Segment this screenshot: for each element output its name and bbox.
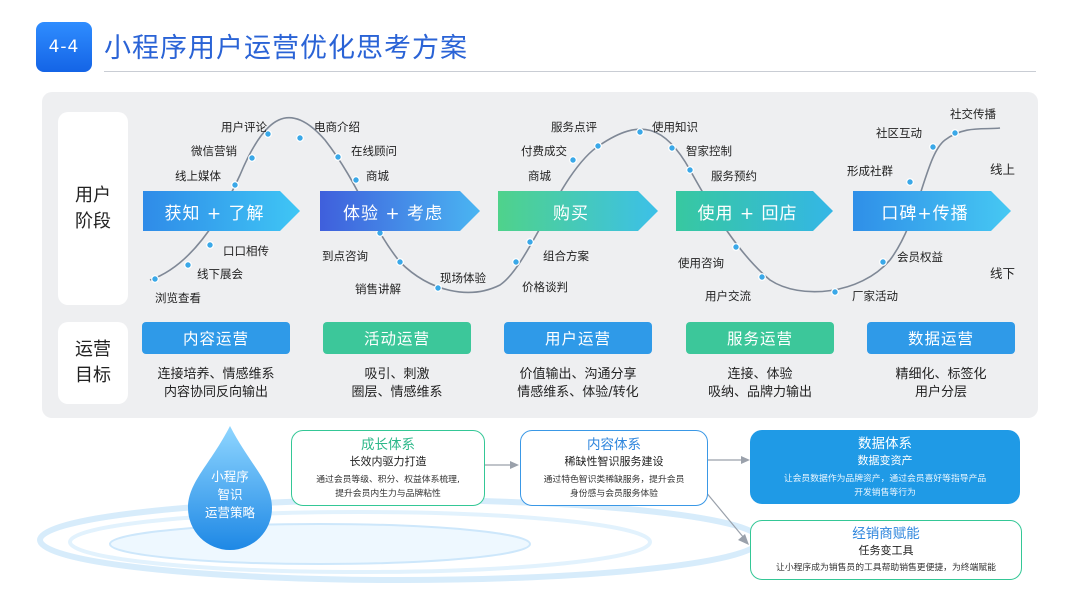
drop-line: 运营策略: [204, 505, 255, 520]
dealer-title: 经销商赋能: [852, 526, 920, 542]
data-system-box: 数据体系 数据变资产 让会员数据作为品牌资产，通过会员喜好等指导产品 开发销售等…: [750, 430, 1020, 504]
stage-awareness-label: 获知 + 了解: [164, 203, 265, 224]
row-label-user-stage-line2: 阶段: [75, 210, 111, 232]
growth-desc: 提升会员内生力与品牌粘性: [335, 489, 441, 499]
stage-purchase-label: 购买: [553, 203, 589, 224]
curve-label: 会员权益: [897, 250, 943, 264]
dealer-empower-box: 经销商赋能 任务变工具 让小程序成为销售员的工具帮助销售更便捷，为终端赋能: [750, 520, 1022, 580]
goal-desc-line: 用户分层: [914, 385, 967, 400]
goal-desc-line: 吸纳、品牌力输出: [707, 385, 812, 400]
drop-line: 智识: [217, 487, 243, 502]
curve-label: 服务预约: [711, 169, 757, 183]
stage-awareness: 获知 + 了解: [143, 191, 300, 231]
data-desc: 让会员数据作为品牌资产，通过会员喜好等指导产品: [783, 474, 987, 484]
online-label: 线上: [990, 162, 1016, 177]
row-label-ops-goal: 运营 目标: [58, 322, 128, 404]
curve-label: 商城: [528, 169, 551, 183]
water-drop-icon: [188, 426, 272, 550]
page-title: 小程序用户运营优化思考方案: [104, 33, 468, 64]
goal-content-ops: 内容运营: [142, 322, 290, 354]
goal-desc-line: 圈层、情感维系: [351, 385, 443, 400]
curve-label: 商城: [366, 169, 389, 183]
goal-desc-line: 连接培养、情感维系: [157, 367, 275, 382]
row-label-ops-goal-line1: 运营: [75, 339, 111, 360]
goal-user-desc: 价值输出、沟通分享 情感维系、体验/转化: [478, 366, 678, 402]
curve-label: 到点咨询: [322, 249, 368, 263]
growth-system-box: 成长体系 长效内驱力打造 通过会员等级、积分、权益体系梳理, 提升会员内生力与品…: [291, 430, 485, 506]
goal-data-ops: 数据运营: [867, 322, 1015, 354]
stage-usage: 使用 + 回店: [676, 191, 833, 231]
row-label-user-stage-line1: 用户: [75, 184, 111, 206]
curve-label: 智家控制: [686, 144, 732, 158]
dealer-desc: 让小程序成为销售员的工具帮助销售更便捷，为终端赋能: [776, 563, 996, 573]
content-system-box: 内容体系 稀缺性智识服务建设 通过特色智识类稀缺服务，提升会员 身份感与会员服务…: [520, 430, 708, 506]
stage-experience-label: 体验 + 考虑: [342, 203, 444, 224]
goal-desc-line: 价值输出、沟通分享: [519, 367, 637, 382]
goal-activity-ops: 活动运营: [323, 322, 471, 354]
curve-label: 使用知识: [652, 120, 698, 134]
goal-desc-line: 内容协同反向输出: [163, 385, 268, 400]
curve-label: 用户交流: [705, 289, 751, 303]
goal-service-desc: 连接、体验 吸纳、品牌力输出: [660, 366, 860, 402]
curve-label: 社交传播: [950, 107, 996, 121]
content-title: 内容体系: [587, 437, 641, 453]
curve-label: 付费成交: [521, 144, 567, 158]
dealer-subtitle: 任务变工具: [858, 544, 914, 557]
goal-desc-line: 情感维系、体验/转化: [517, 385, 639, 400]
drop-line: 小程序: [211, 469, 249, 484]
title-divider: [104, 71, 1036, 72]
goal-desc-line: 吸引、刺激: [364, 367, 430, 382]
curve-label: 社区互动: [876, 126, 922, 140]
growth-title: 成长体系: [361, 437, 415, 453]
goal-desc-line: 连接、体验: [727, 367, 793, 382]
content-desc: 身份感与会员服务体验: [570, 489, 658, 499]
stage-experience: 体验 + 考虑: [320, 191, 480, 231]
curve-label: 浏览查看: [155, 291, 201, 305]
curve-label: 价格谈判: [522, 280, 568, 294]
curve-label: 线上媒体: [175, 169, 221, 183]
curve-label: 用户评论: [221, 120, 267, 134]
curve-label: 使用咨询: [678, 256, 724, 270]
stage-word-of-mouth-label: 口碑+传播: [881, 203, 969, 224]
curve-label: 形成社群: [847, 164, 893, 178]
content-subtitle: 稀缺性智识服务建设: [564, 455, 664, 468]
journey-panel: [42, 92, 1038, 418]
goal-activity-desc: 吸引、刺激 圈层、情感维系: [297, 366, 497, 402]
growth-desc: 通过会员等级、积分、权益体系梳理,: [316, 475, 460, 485]
section-badge: 4-4: [36, 22, 92, 72]
growth-subtitle: 长效内驱力打造: [349, 455, 427, 468]
data-desc: 开发销售等行为: [854, 488, 916, 498]
curve-label: 微信营销: [191, 144, 237, 158]
curve-label: 服务点评: [551, 120, 597, 134]
goal-data-desc: 精细化、标签化 用户分层: [841, 366, 1041, 402]
goal-user-ops: 用户运营: [504, 322, 652, 354]
curve-label: 厂家活动: [852, 289, 898, 303]
row-label-ops-goal-line2: 目标: [75, 365, 111, 386]
offline-label: 线下: [990, 266, 1016, 281]
stage-usage-label: 使用 + 回店: [697, 203, 798, 224]
data-subtitle: 数据变资产: [857, 454, 913, 467]
stage-word-of-mouth: 口碑+传播: [853, 191, 1011, 231]
strategy-drop-label: 小程序 智识 运营策略: [164, 468, 296, 522]
curve-label: 电商介绍: [314, 120, 360, 134]
goal-desc-line: 精细化、标签化: [895, 367, 987, 382]
row-label-user-stage: 用户 阶段: [58, 112, 128, 305]
goal-content-desc: 连接培养、情感维系 内容协同反向输出: [116, 366, 316, 402]
stage-purchase: 购买: [498, 191, 658, 231]
data-title: 数据体系: [858, 436, 912, 452]
curve-label: 线下展会: [197, 267, 243, 281]
content-desc: 通过特色智识类稀缺服务，提升会员: [543, 475, 685, 485]
curve-label: 在线顾问: [351, 144, 397, 158]
curve-label: 口口相传: [223, 244, 269, 258]
goal-service-ops: 服务运营: [686, 322, 834, 354]
curve-label: 销售讲解: [355, 282, 401, 296]
curve-label: 现场体验: [440, 271, 486, 285]
curve-label: 组合方案: [543, 249, 589, 263]
